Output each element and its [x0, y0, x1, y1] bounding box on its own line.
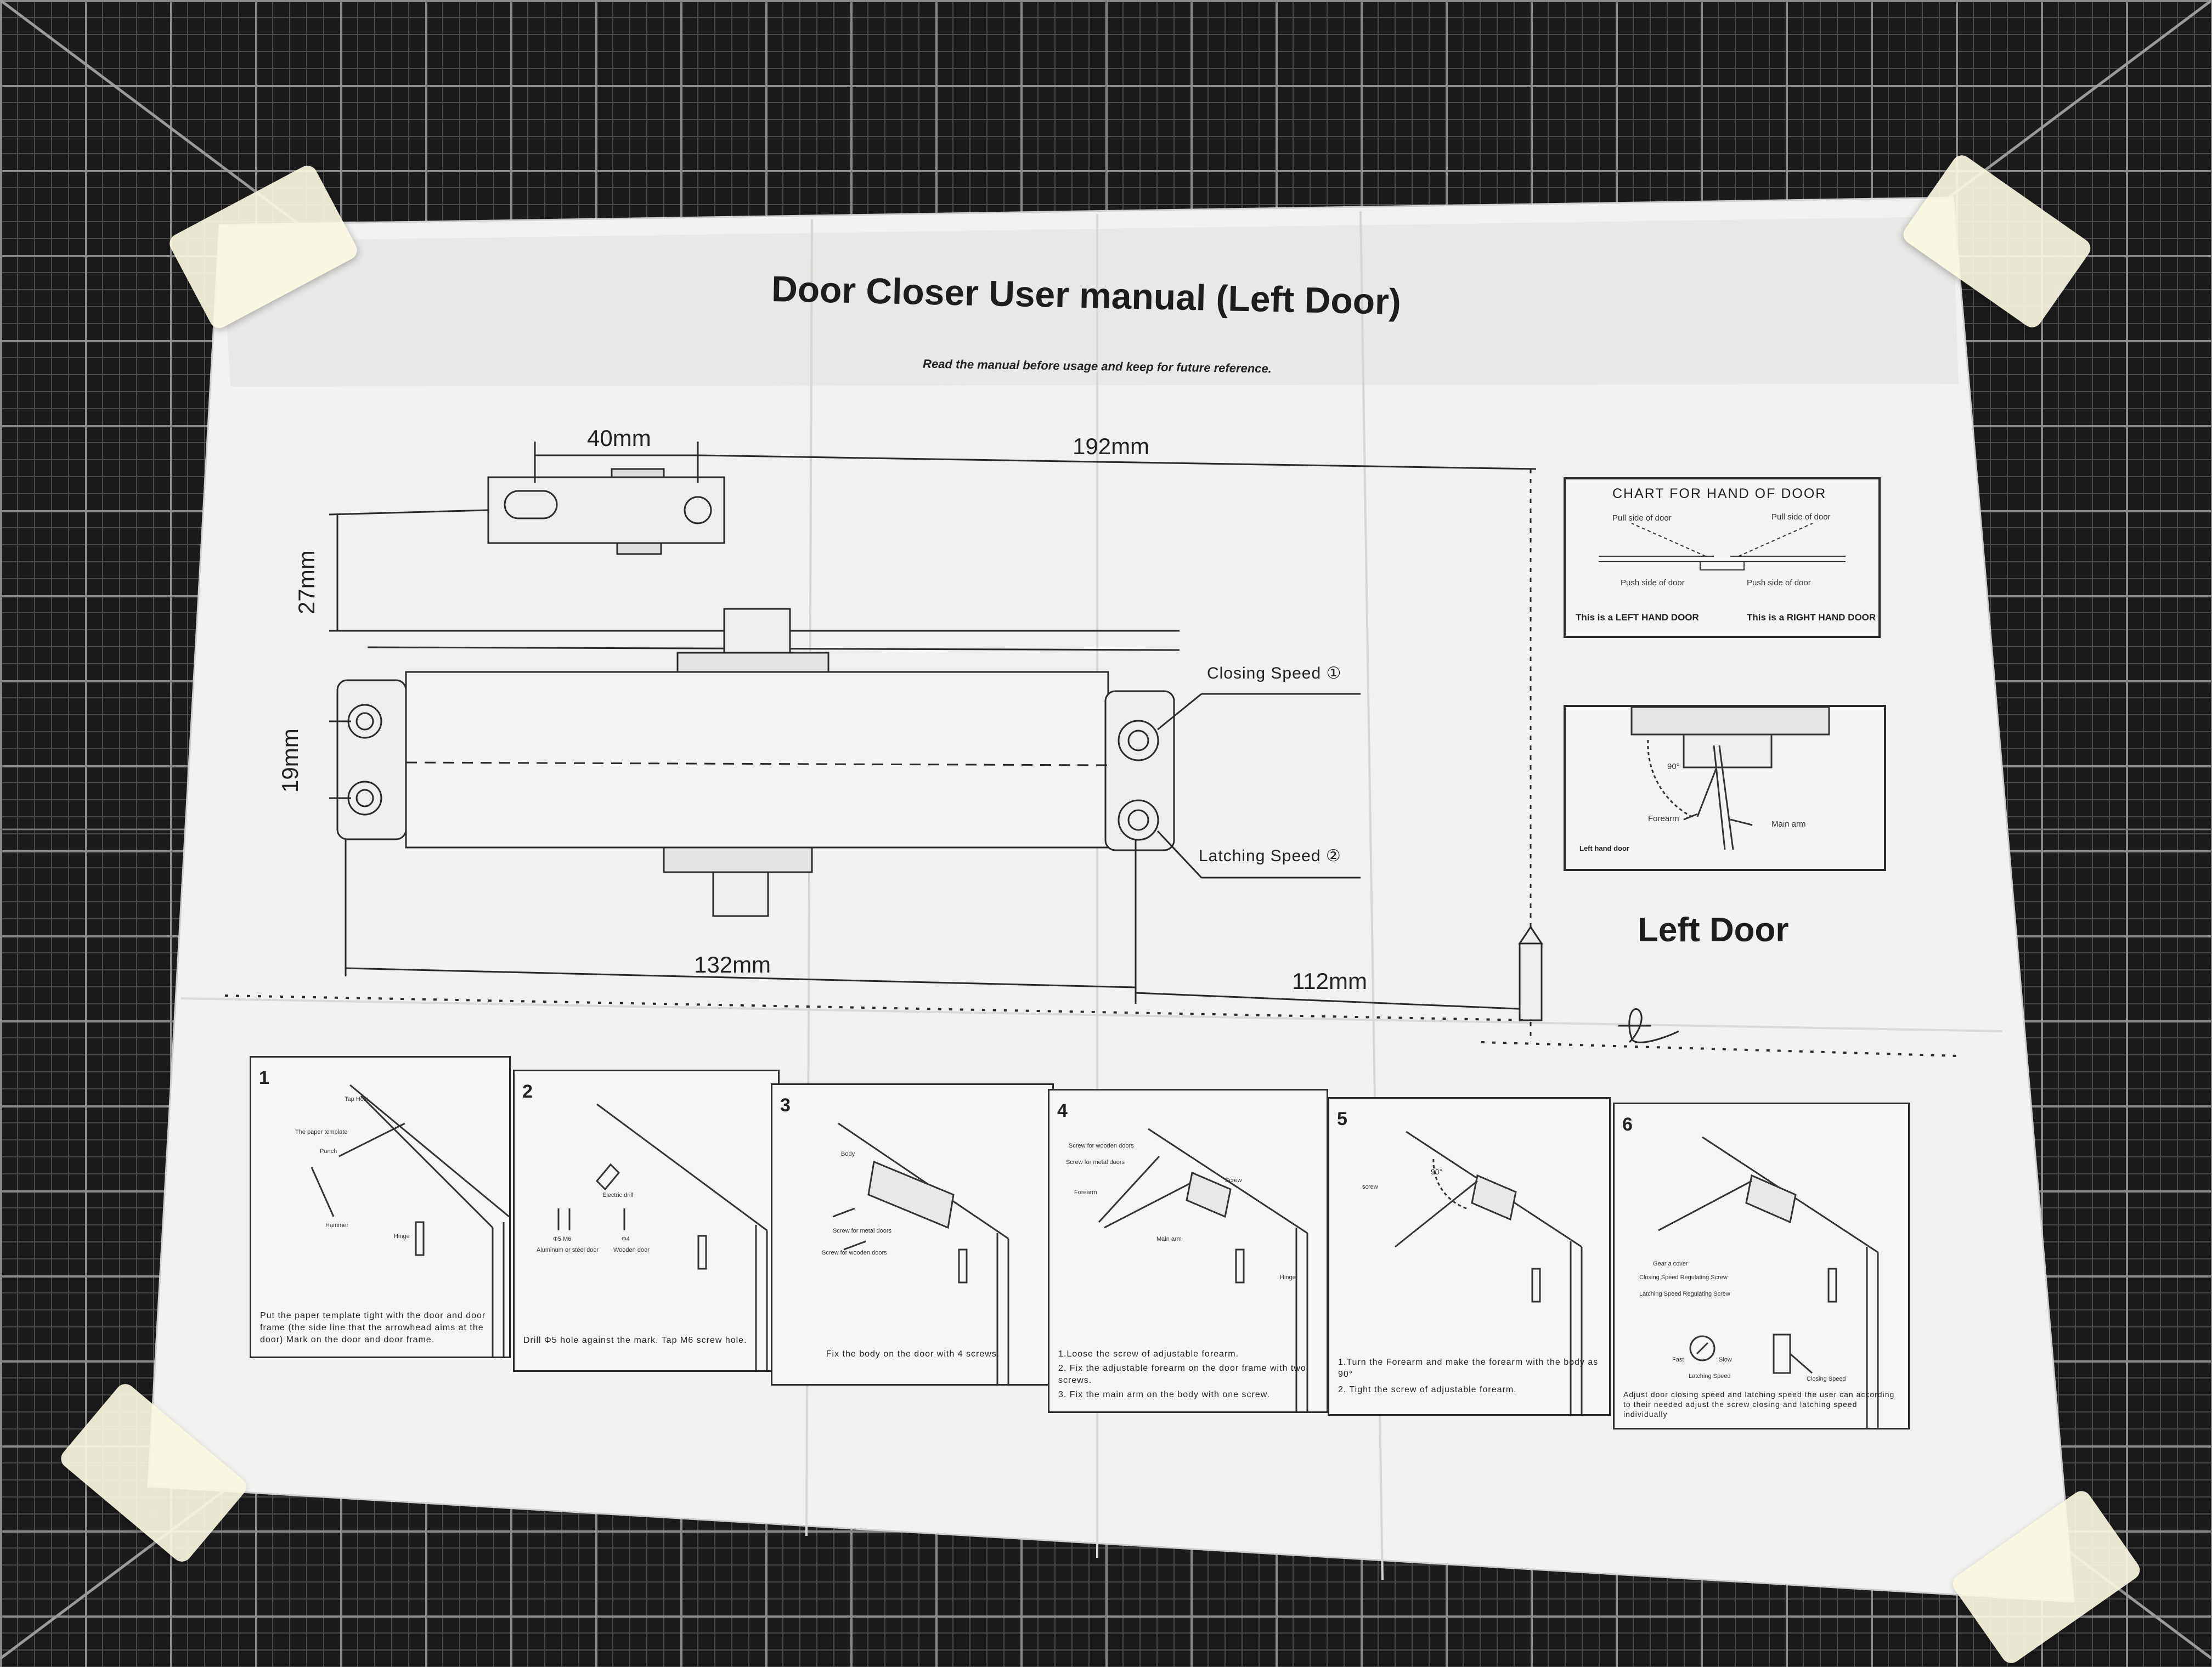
step-1-label-punch: Punch [320, 1148, 337, 1155]
step-4-label-hinge: Hinge [1280, 1274, 1296, 1281]
step-5: 5 90° screw 1.Turn the Forearm and make … [1328, 1097, 1611, 1416]
step-1-label-template: The paper template [295, 1129, 348, 1135]
step-4-label-wooden-screw: Screw for wooden doors [1069, 1143, 1134, 1149]
step-4-label-main-arm: Main arm [1156, 1236, 1182, 1242]
arm-diagram-drawing [1630, 707, 1830, 850]
step-3-number: 3 [780, 1095, 791, 1116]
push-side-right: Push side of door [1747, 578, 1811, 587]
step-3-label-wooden-screw: Screw for wooden doors [822, 1250, 887, 1256]
hand-chart-title: CHART FOR HAND OF DOOR [1612, 486, 1827, 501]
step-1-label-tap-hole: Tap Hole [345, 1096, 369, 1103]
right-hand-door-caption: This is a RIGHT HAND DOOR [1747, 612, 1876, 623]
step-1-illustration [311, 1084, 509, 1357]
step-6: 6 Gear a cover Closing Speed Regulating … [1613, 1103, 1910, 1429]
pull-side-right: Pull side of door [1771, 512, 1831, 522]
left-door-heading: Left Door [1638, 911, 1789, 949]
dim-total-width: 192mm [1073, 433, 1150, 459]
step-2: 2 Electric drill Φ5 M6 Aluminum or steel… [513, 1070, 780, 1372]
step-3: 3 Body Screw for metal doors Screw for w… [771, 1083, 1054, 1386]
step-2-illustration [557, 1103, 768, 1370]
step-5-text-line-2: 2. Tight the screw of adjustable forearm… [1338, 1385, 1517, 1394]
step-6-label-fast: Fast [1672, 1357, 1684, 1363]
step-2-label-phi4: Φ4 [622, 1236, 630, 1242]
dim-offset: 112mm [1292, 968, 1367, 994]
step-4-text-line-1: 1.Loose the screw of adjustable forearm. [1058, 1349, 1239, 1359]
step-1: 1 Tap Hole The paper template Punch Hamm… [250, 1056, 511, 1358]
step-3-text: Fix the body on the door with 4 screws. [826, 1349, 1000, 1359]
step-2-number: 2 [522, 1081, 533, 1102]
step-5-label-screw: screw [1362, 1184, 1378, 1190]
step-3-label-body: Body [841, 1151, 855, 1157]
step-5-number: 5 [1337, 1109, 1347, 1129]
step-6-label-slow: Slow [1719, 1357, 1732, 1363]
step-6-label-gear-cover: Gear a cover [1653, 1261, 1688, 1267]
step-4-label-forearm: Forearm [1074, 1189, 1097, 1196]
dim-body-length: 132mm [694, 952, 771, 977]
left-hand-door-label: Left hand door [1579, 844, 1629, 852]
step-6-text: Adjust door closing speed and latching s… [1623, 1390, 1895, 1419]
forearm-label: Forearm [1648, 814, 1679, 823]
step-1-label-hinge: Hinge [394, 1233, 410, 1240]
step-2-label-m6: Φ5 M6 [553, 1236, 572, 1242]
step-4-label-screw: Screw [1225, 1177, 1242, 1184]
main-arm-label: Main arm [1771, 820, 1806, 829]
step-2-label-metal-door: Aluminum or steel door [537, 1247, 599, 1253]
left-hand-door-caption: This is a LEFT HAND DOOR [1576, 612, 1699, 623]
latching-speed-callout: Latching Speed ② [1199, 847, 1341, 865]
step-4-illustration [1098, 1128, 1308, 1411]
step-4: 4 Screw for wooden doors Screw for metal… [1048, 1089, 1328, 1413]
step-4-label-metal-screw: Screw for metal doors [1066, 1159, 1125, 1166]
hand-of-door-chart: CHART FOR HAND OF DOOR Pull side of door… [1564, 477, 1881, 638]
push-side-left: Push side of door [1621, 578, 1685, 587]
step-3-illustration [832, 1122, 1009, 1384]
step-6-number: 6 [1622, 1114, 1633, 1135]
closing-speed-callout: Closing Speed ① [1207, 664, 1342, 682]
step-1-label-hammer: Hammer [325, 1222, 349, 1229]
pull-side-left: Pull side of door [1612, 513, 1672, 523]
dim-hole-spacing: 19mm [277, 728, 303, 793]
step-4-text-line-3: 3. Fix the main arm on the body with one… [1058, 1390, 1270, 1399]
door-swing-diagram [1599, 523, 1846, 570]
step-1-text: Put the paper template tight with the do… [260, 1311, 486, 1344]
step-5-label-angle: 90° [1431, 1167, 1443, 1176]
step-5-text-line-1: 1.Turn the Forearm and make the forearm … [1338, 1358, 1599, 1379]
dim-bracket-width: 40mm [587, 425, 651, 451]
step-6-label-latching-screw: Latching Speed Regulating Screw [1639, 1291, 1730, 1297]
arm-angle-label: 90° [1667, 762, 1680, 771]
step-2-label-wooden-door: Wooden door [613, 1247, 650, 1253]
step-6-label-closing-speed: Closing Speed [1807, 1376, 1846, 1382]
step-2-label-drill: Electric drill [602, 1192, 634, 1199]
step-3-label-metal-screw: Screw for metal doors [833, 1228, 891, 1234]
dim-bracket-height: 27mm [294, 550, 319, 614]
step-4-text-line-2: 2. Fix the adjustable forearm on the doo… [1058, 1364, 1306, 1385]
step-4-number: 4 [1057, 1100, 1068, 1121]
step-2-text: Drill Φ5 hole against the mark. Tap M6 s… [523, 1336, 747, 1345]
step-6-illustration [1658, 1136, 1879, 1428]
step-6-label-closing-screw: Closing Speed Regulating Screw [1639, 1274, 1728, 1281]
step-6-label-latching-speed: Latching Speed [1689, 1373, 1731, 1380]
step-1-number: 1 [259, 1067, 269, 1088]
arm-diagram: 90° Forearm Main arm Left hand door [1564, 705, 1886, 871]
step-5-illustration [1395, 1131, 1583, 1414]
